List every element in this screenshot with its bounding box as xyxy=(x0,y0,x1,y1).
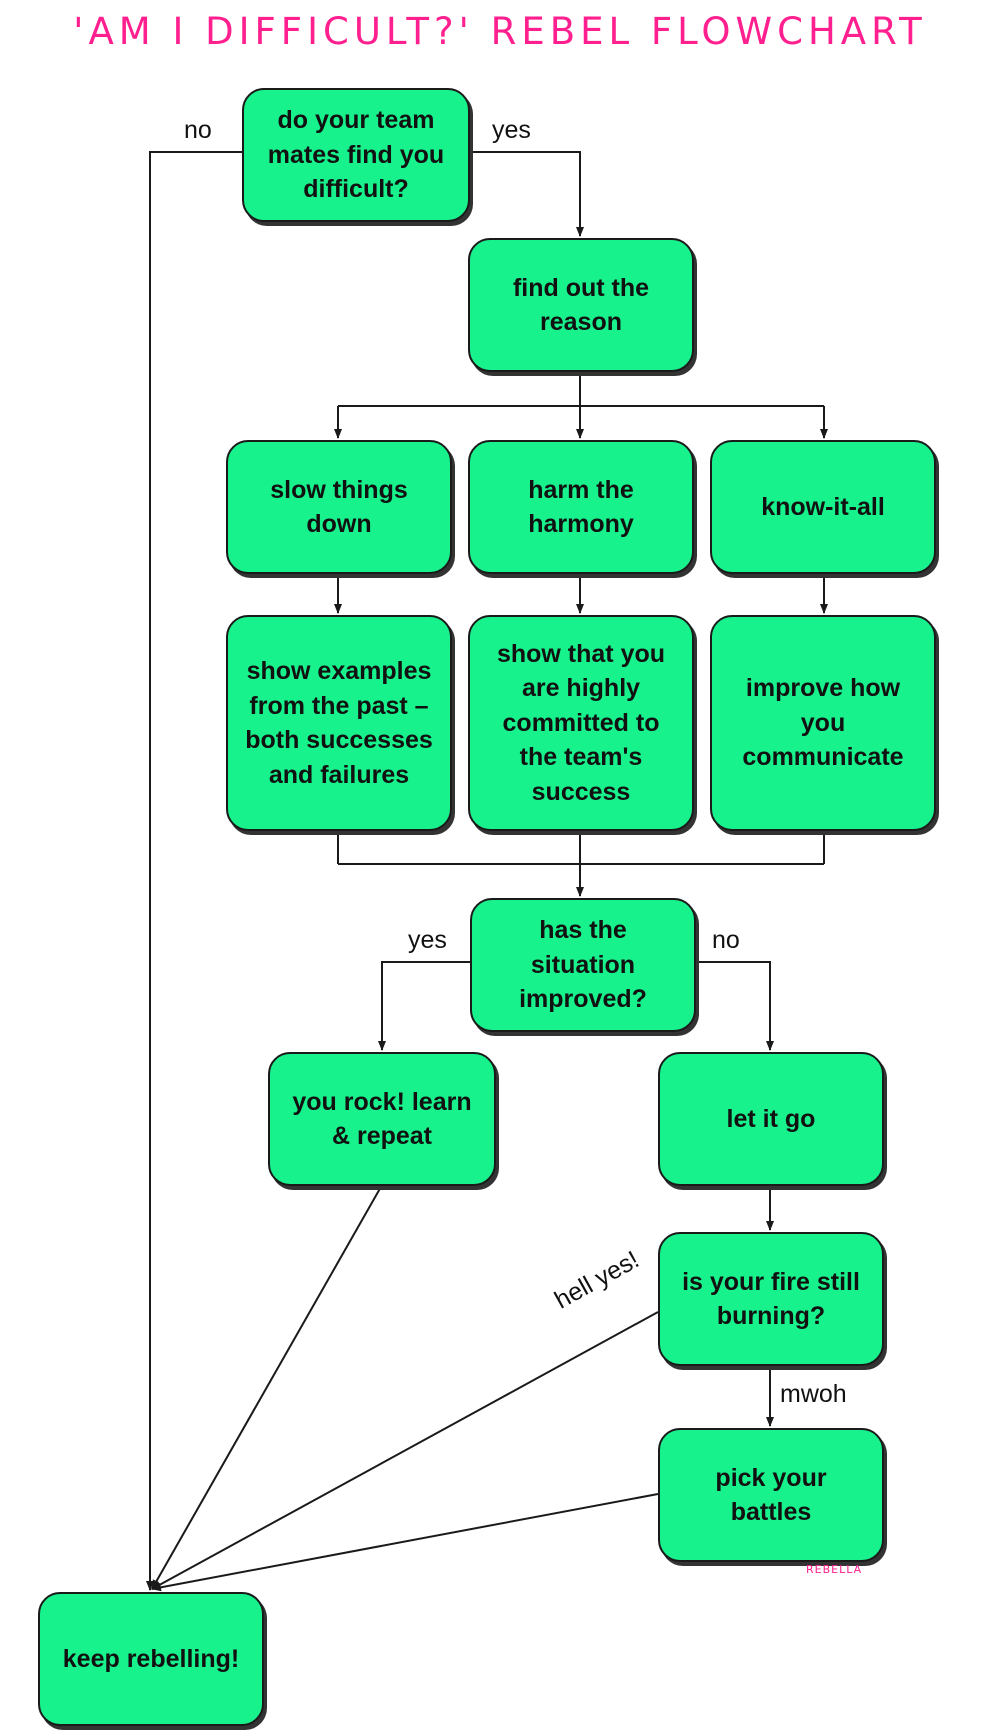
edge-q1-no xyxy=(146,151,242,1591)
node-know-it-all: know-it-all xyxy=(710,440,936,574)
node-label: let it go xyxy=(726,1104,816,1133)
label-q1-yes: yes xyxy=(492,116,531,144)
node-fire-burning: is your fire still burning? xyxy=(658,1232,884,1366)
node-improve-communication: improve how you communicate xyxy=(710,615,936,831)
node-team-mates-difficult: do your team mates find you difficult? xyxy=(242,88,470,222)
node-label: slow things down xyxy=(270,475,408,539)
node-label: you rock! learn & repeat xyxy=(292,1087,472,1151)
label-improved-no: no xyxy=(712,926,740,954)
node-label: find out the reason xyxy=(512,273,650,337)
flowchart-title: 'AM I DIFFICULT?' REBEL FLOWCHART xyxy=(73,10,927,53)
node-slow-things-down: slow things down xyxy=(226,440,452,574)
node-label: show examples from the past – both succe… xyxy=(245,657,433,789)
edge-improved-yes xyxy=(378,961,470,1051)
edge-fire-keep xyxy=(151,1311,659,1590)
node-label: pick your battles xyxy=(715,1463,827,1527)
node-label: has the situation improved? xyxy=(519,916,647,1014)
edge-q1-yes xyxy=(470,151,584,237)
node-let-it-go: let it go xyxy=(658,1052,884,1186)
node-harm-the-harmony: harm the harmony xyxy=(468,440,694,574)
signature-rebella: REBELLA xyxy=(806,1563,863,1576)
node-find-out-reason: find out the reason xyxy=(468,238,694,372)
label-mwoh: mwoh xyxy=(780,1380,847,1408)
node-situation-improved: has the situation improved? xyxy=(470,898,696,1032)
edge-battles-keep xyxy=(151,1493,659,1592)
node-show-examples: show examples from the past – both succe… xyxy=(226,615,452,831)
node-keep-rebelling: keep rebelling! xyxy=(38,1592,264,1726)
label-improved-yes: yes xyxy=(408,926,447,954)
node-label: know-it-all xyxy=(761,492,885,521)
node-show-commitment: show that you are highly committed to th… xyxy=(468,615,694,831)
node-label: keep rebelling! xyxy=(62,1644,240,1673)
node-label: improve how you communicate xyxy=(742,674,904,772)
node-label: is your fire still burning? xyxy=(682,1267,860,1331)
node-label: harm the harmony xyxy=(528,475,634,539)
node-label: show that you are highly committed to th… xyxy=(496,639,666,806)
edge-improved-no xyxy=(696,961,774,1051)
label-q1-no: no xyxy=(184,116,212,144)
edge-rock-keep xyxy=(151,1184,383,1590)
node-pick-battles: pick your battles xyxy=(658,1428,884,1562)
node-label: do your team mates find you difficult? xyxy=(267,106,445,204)
node-you-rock: you rock! learn & repeat xyxy=(268,1052,496,1186)
